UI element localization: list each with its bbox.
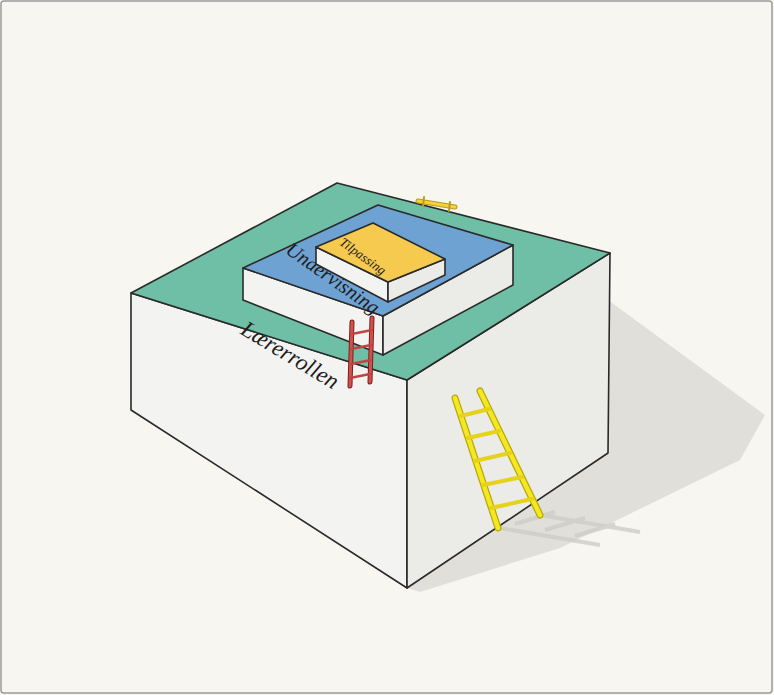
top-block: Tilpassing — [308, 215, 453, 310]
yellow-ladder — [455, 391, 540, 528]
top-face — [131, 183, 610, 380]
red-ladder — [350, 318, 372, 386]
ladder-shadow — [500, 512, 640, 545]
base-block: LærerrollenUndervisningTilpassing — [120, 175, 620, 595]
small-ladder — [418, 197, 455, 211]
top-face — [316, 223, 445, 282]
middle-block: UndervisningTilpassing — [235, 198, 520, 363]
